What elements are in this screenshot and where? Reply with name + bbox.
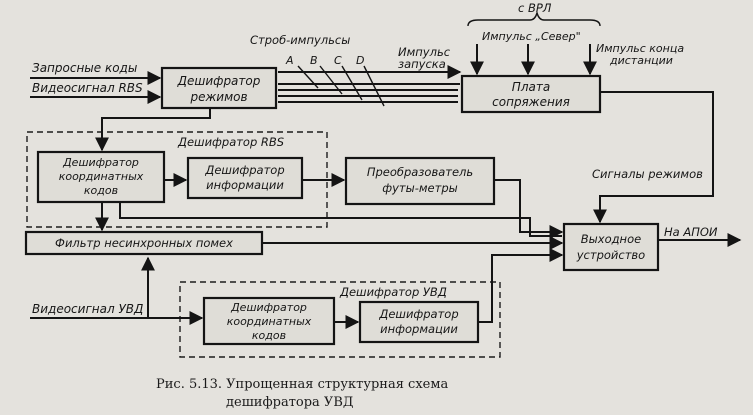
uvd-coord-label-1: Дешифратор <box>230 301 307 314</box>
request-codes-label: Запросные коды <box>32 61 137 75</box>
range-end-label-2: дистанции <box>609 54 673 67</box>
rbs-coord-decoder-block: Дешифратор координатных кодов <box>36 150 166 204</box>
strobe-a-label: A <box>285 54 294 67</box>
strobe-c-label: C <box>334 54 342 67</box>
to-apoi-label: На АПОИ <box>664 225 718 239</box>
output-device-label-1: Выходное <box>581 232 641 246</box>
rbs-coord-label-1: Дешифратор <box>62 156 139 169</box>
video-uvd-label: Видеосигнал УВД <box>32 302 143 316</box>
rbs-info-decoder-block: Дешифратор информации <box>186 156 304 200</box>
uvd-info-label-2: информации <box>380 322 458 336</box>
from-vrl-label: с ВРЛ <box>518 1 552 15</box>
mode-decoder-label-1: Дешифратор <box>177 74 261 88</box>
rbs-decoder-group-label: Дешифратор RBS <box>177 135 284 149</box>
figure-caption-line2: дешифратора УВД <box>226 395 353 410</box>
strobe-pulses-label: Строб-импульсы <box>250 33 350 47</box>
uvd-info-decoder-block: Дешифратор информации <box>358 300 480 344</box>
rbs-coord-to-output-line <box>119 202 562 237</box>
strobe-d-label: D <box>356 54 364 67</box>
uvd-decoder-group-frame <box>179 281 501 358</box>
rbs-decoder-group-frame <box>26 131 328 228</box>
interface-board-label-1: Плата <box>512 80 550 94</box>
uvd-coord-decoder-block: Дешифратор координатных кодов <box>202 296 336 346</box>
launch-pulse-label-1: Импульс <box>398 45 451 59</box>
output-device-block: Выходное устройство <box>562 222 660 272</box>
mode-decoder-block: Дешифратор режимов <box>160 66 278 110</box>
converter-to-output-arrow <box>495 179 564 239</box>
figure-caption-line1: Рис. 5.13. Упрощенная структурная схема <box>156 377 448 392</box>
async-filter-label: Фильтр несинхронных помех <box>55 236 233 250</box>
rbs-info-label-2: информации <box>206 178 284 192</box>
launch-pulse-label-2: запуска <box>398 57 446 71</box>
mode-signals-arrow <box>593 91 714 224</box>
mode-decoder-label-2: режимов <box>189 90 247 104</box>
uvd-info-to-output-arrow <box>478 248 564 323</box>
video-rbs-label: Видеосигнал RBS <box>32 81 143 95</box>
async-interference-filter-block: Фильтр несинхронных помех <box>24 230 264 256</box>
converter-label-1: Преобразователь <box>367 165 473 179</box>
rbs-info-label-1: Дешифратор <box>204 163 284 177</box>
strobe-b-label: B <box>310 54 318 67</box>
mode-to-rbs-arrow <box>95 108 211 152</box>
rbs-coord-label-3: кодов <box>84 184 118 197</box>
output-device-label-2: устройство <box>576 248 645 262</box>
north-pulse-label: Импульс „Север" <box>482 30 581 43</box>
uvd-coord-label-3: кодов <box>252 329 286 342</box>
interface-board-block: Плата сопряжения <box>460 74 602 114</box>
converter-label-2: футы-метры <box>382 181 457 195</box>
range-end-label-1: Импульс конца <box>596 42 684 55</box>
vrl-brace <box>467 10 601 27</box>
interface-board-label-2: сопряжения <box>492 95 570 109</box>
uvd-decoder-group-label: Дешифратор УВД <box>339 285 447 299</box>
uvd-coord-label-2: координатных <box>227 315 312 328</box>
mode-signals-label: Сигналы режимов <box>592 167 703 181</box>
rbs-coord-label-2: координатных <box>59 170 144 183</box>
uvd-info-label-1: Дешифратор <box>378 307 458 321</box>
feet-meters-converter-block: Преобразователь футы-метры <box>344 156 496 206</box>
